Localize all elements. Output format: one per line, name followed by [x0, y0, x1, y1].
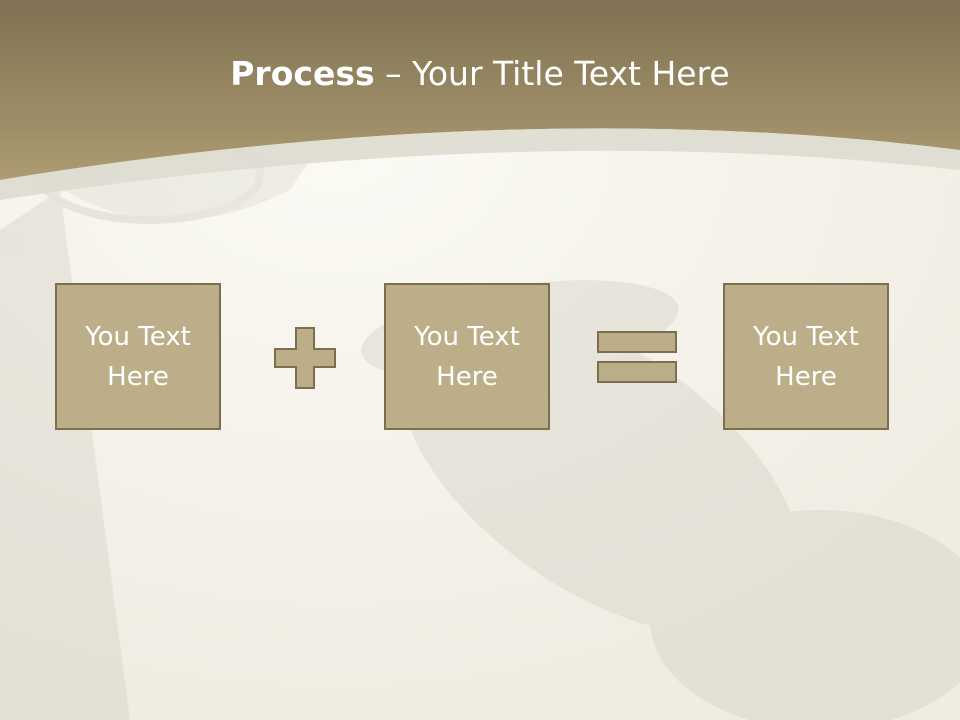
- process-box-1[interactable]: You Text Here: [55, 283, 221, 430]
- header-swoosh: [0, 128, 960, 200]
- process-box-1-text: You Text Here: [85, 321, 191, 392]
- header-band: [0, 0, 960, 180]
- title-rest: – Your Title Text Here: [374, 54, 730, 93]
- plus-icon: [274, 327, 336, 389]
- process-box-3-text: You Text Here: [753, 321, 859, 392]
- process-box-2-text: You Text Here: [414, 321, 520, 392]
- process-box-3[interactable]: You Text Here: [723, 283, 889, 430]
- process-box-2[interactable]: You Text Here: [384, 283, 550, 430]
- title-bold: Process: [230, 54, 375, 93]
- equals-icon: [597, 331, 677, 383]
- slide-title: Process – Your Title Text Here: [0, 52, 960, 96]
